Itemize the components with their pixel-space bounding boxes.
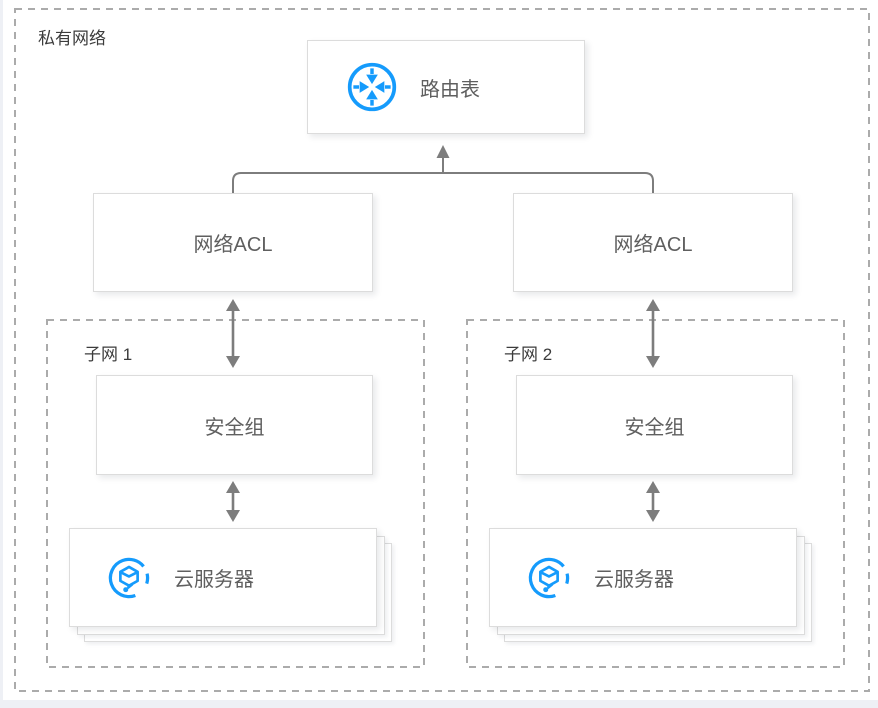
network-acl-label-right: 网络ACL <box>613 234 693 256</box>
security-group-label-right: 安全组 <box>624 416 685 439</box>
double-arrow-sg-cvm-right <box>646 481 660 522</box>
double-arrow-sg-cvm-left <box>226 481 240 522</box>
subnet-1-dashed-border <box>46 319 425 668</box>
cloud-server-node-left: 云服务器 <box>69 528 392 642</box>
network-acl-node-left: 网络ACL <box>93 193 373 292</box>
vpc-label: 私有网络 <box>38 29 106 48</box>
cloud-server-node-right: 云服务器 <box>489 528 812 642</box>
network-acl-label-left: 网络ACL <box>193 234 273 256</box>
double-arrow-acl-sg-left <box>226 299 240 368</box>
double-arrow-acl-sg-right <box>646 299 660 368</box>
vpc-dashed-border <box>14 8 870 692</box>
security-group-node-left: 安全组 <box>96 375 373 475</box>
subnet-2-label: 子网 2 <box>504 345 553 364</box>
network-acl-node-right: 网络ACL <box>513 193 793 292</box>
route-table-label: 路由表 <box>420 78 480 101</box>
security-group-node-right: 安全组 <box>516 375 793 475</box>
cloud-server-card-left: 云服务器 <box>69 528 377 627</box>
arrow-up-to-route-table <box>436 145 450 173</box>
cloud-server-icon <box>108 557 150 598</box>
cloud-server-card-right: 云服务器 <box>489 528 797 627</box>
subnet-2-dashed-border <box>466 319 845 668</box>
acl-to-route-connector <box>232 172 654 194</box>
security-group-label-left: 安全组 <box>204 416 265 439</box>
cloud-server-label-right: 云服务器 <box>594 569 674 591</box>
route-table-icon <box>347 62 397 112</box>
subnet-1-label: 子网 1 <box>84 345 133 364</box>
route-table-node: 路由表 <box>307 40 585 134</box>
cloud-server-icon <box>528 557 570 598</box>
cloud-server-label-left: 云服务器 <box>174 569 254 591</box>
